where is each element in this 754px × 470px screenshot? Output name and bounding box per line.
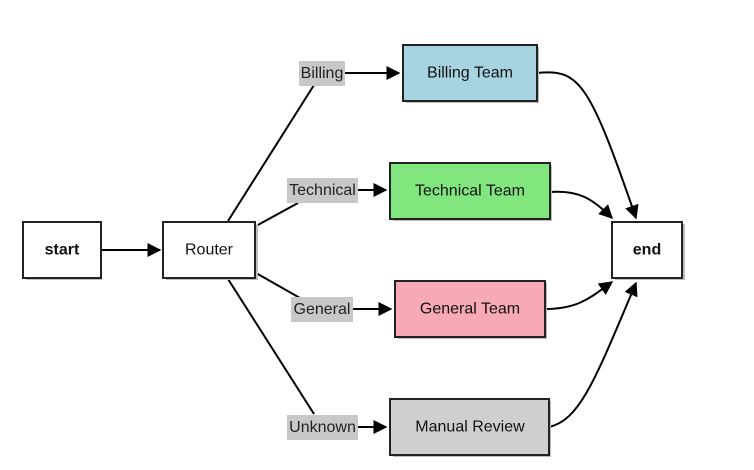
node-technical-team-label: Technical Team bbox=[415, 183, 525, 200]
node-billing-team-label: Billing Team bbox=[427, 65, 513, 82]
edge-manual-end bbox=[548, 281, 638, 428]
edge-label-technical: Technical bbox=[289, 182, 356, 199]
billing-label-bg bbox=[299, 61, 345, 86]
node-technical-team[interactable]: Technical Team bbox=[389, 162, 552, 221]
node-end-label: end bbox=[633, 242, 661, 259]
node-end-box bbox=[611, 221, 683, 279]
node-general-team[interactable]: General Team bbox=[394, 280, 547, 339]
node-manual-review[interactable]: Manual Review bbox=[389, 398, 551, 457]
node-start[interactable]: start bbox=[22, 221, 102, 280]
edge-label-billing: Billing bbox=[301, 65, 344, 82]
edge-billing-end bbox=[536, 71, 639, 220]
edges bbox=[102, 66, 639, 434]
node-manual-review-label: Manual Review bbox=[415, 419, 525, 436]
edge-labels: Billing Technical General Unknown bbox=[287, 61, 358, 440]
unknown-label-bg bbox=[287, 415, 358, 440]
node-end[interactable]: end bbox=[611, 221, 685, 280]
edge-router-billing bbox=[227, 84, 315, 222]
edge-technical-end bbox=[549, 190, 613, 219]
edge-router-technical bbox=[255, 202, 299, 227]
node-technical-team-box bbox=[389, 162, 551, 220]
edge-router-general bbox=[255, 272, 301, 299]
node-start-box bbox=[22, 221, 102, 279]
edge-label-unknown: Unknown bbox=[289, 419, 356, 436]
node-router-label: Router bbox=[185, 242, 234, 259]
edge-label-general: General bbox=[294, 301, 351, 318]
node-general-team-label: General Team bbox=[420, 301, 520, 318]
node-billing-team-box bbox=[402, 44, 538, 102]
node-router-box bbox=[162, 221, 256, 279]
node-start-label: start bbox=[45, 242, 80, 259]
node-router[interactable]: Router bbox=[162, 221, 258, 280]
node-billing-team[interactable]: Billing Team bbox=[402, 44, 539, 103]
node-manual-review-box bbox=[389, 398, 550, 456]
technical-label-bg bbox=[287, 178, 358, 203]
general-label-bg bbox=[291, 297, 353, 322]
edge-router-unknown bbox=[227, 278, 315, 415]
node-general-team-box bbox=[394, 280, 546, 338]
edge-general-end bbox=[544, 281, 614, 310]
